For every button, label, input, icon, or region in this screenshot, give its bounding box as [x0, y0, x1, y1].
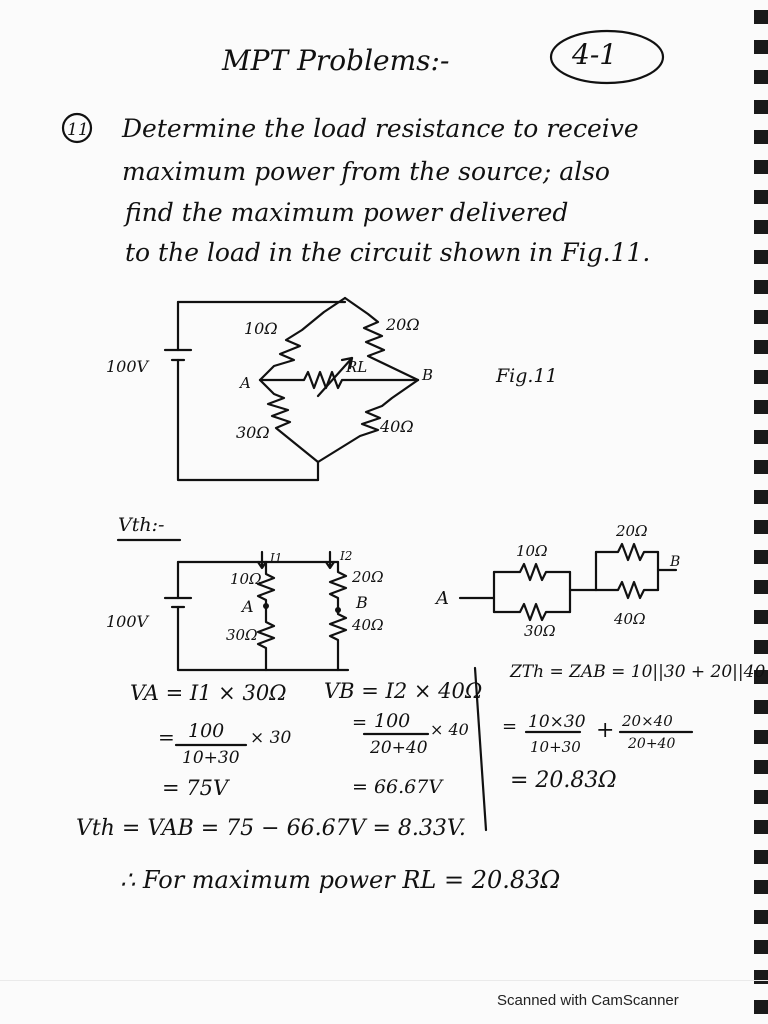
fig11-circuit: 100V 10Ω 20Ω 30Ω 40Ω RL A B Fig.11: [106, 296, 558, 482]
vb-equation: VB = I2 × 40Ω: [324, 679, 483, 703]
vth-circuit: 100V 10Ω I1 A 30Ω I2 20Ω B 40Ω: [106, 549, 384, 672]
problem-number-circle: [61, 112, 93, 144]
va-eq-sign: =: [158, 725, 175, 749]
rth-r1-label: 10Ω: [516, 542, 548, 560]
fig11-node-a: A: [238, 374, 251, 392]
zth-equation: ZTh = ZAB = 10||30 + 20||40: [510, 662, 766, 682]
fig11-r2-label: 20Ω: [385, 315, 420, 334]
rth-node-b: B: [669, 554, 680, 570]
rth-circuit: A 10Ω 30Ω 20Ω 40Ω B: [434, 522, 680, 640]
rth-r3-label: 30Ω: [524, 622, 556, 640]
fig11-r1-label: 10Ω: [244, 319, 278, 338]
va-denominator: 10+30: [182, 748, 240, 768]
page-number-circle: [549, 29, 665, 85]
fig11-source-label: 100V: [106, 357, 150, 376]
vth-r1-label: 10Ω: [230, 570, 262, 588]
problem-line-2: maximum power from the source; also: [122, 157, 610, 186]
rth-r2-label: 20Ω: [615, 522, 648, 540]
fig11-node-b: B: [421, 366, 433, 384]
zth-numerator-1: 10×30: [528, 712, 586, 732]
problem-line-3: find the maximum power delivered: [125, 198, 569, 227]
rth-r4-label: 40Ω: [613, 610, 646, 628]
vth-i2-label: I2: [339, 549, 352, 563]
zth-denominator-1: 10+30: [530, 738, 581, 756]
fig11-r4-label: 40Ω: [379, 417, 414, 436]
footer-divider: [0, 980, 768, 981]
vth-source-label: 100V: [106, 612, 150, 631]
vb-eq-sign: =: [352, 712, 368, 733]
vth-r4-label: 40Ω: [351, 616, 384, 634]
va-equation: VA = I1 × 30Ω: [130, 681, 287, 705]
rth-node-a: A: [434, 588, 449, 609]
vth-heading: Vth:-: [118, 514, 165, 536]
zth-numerator-2: 20×40: [622, 712, 673, 730]
problem-line-1: Determine the load resistance to receive: [122, 114, 639, 143]
vb-result: = 66.67V: [352, 776, 443, 798]
problem-line-4: to the load in the circuit shown in Fig.…: [125, 238, 651, 267]
va-result: = 75V: [162, 776, 229, 800]
zth-result: = 20.83Ω: [510, 768, 617, 793]
problem-number: 11: [67, 120, 89, 140]
vth-r3-label: 30Ω: [226, 626, 258, 644]
calc-divider: [473, 666, 488, 832]
vth-node-a: A: [240, 597, 254, 616]
vb-denominator: 20+40: [370, 738, 428, 758]
vth-node-b: B: [355, 593, 368, 612]
va-multiplier: × 30: [250, 728, 292, 748]
vth-result: Vth = VAB = 75 − 66.67V = 8.33V.: [76, 816, 466, 841]
notebook-binding-edge: [754, 0, 768, 1024]
va-numerator: 100: [188, 720, 225, 742]
vth-i1-label: I1: [269, 551, 282, 565]
vb-numerator: 100: [374, 710, 411, 732]
fig11-rl-label: RL: [345, 358, 367, 376]
fig11-r3-label: 30Ω: [236, 423, 270, 442]
zth-denominator-2: 20+40: [628, 736, 676, 752]
zth-plus: +: [596, 718, 615, 743]
zth-eq-sign: =: [502, 716, 518, 737]
fig11-caption: Fig.11: [495, 365, 558, 387]
page-title: MPT Problems:-: [222, 44, 450, 77]
scanner-watermark: Scanned with CamScanner: [497, 992, 679, 1009]
vb-multiplier: × 40: [430, 720, 469, 739]
page-number: 4-1: [572, 38, 618, 71]
conclusion: ∴ For maximum power RL = 20.83Ω: [120, 866, 561, 894]
vth-r2-label: 20Ω: [351, 568, 384, 586]
